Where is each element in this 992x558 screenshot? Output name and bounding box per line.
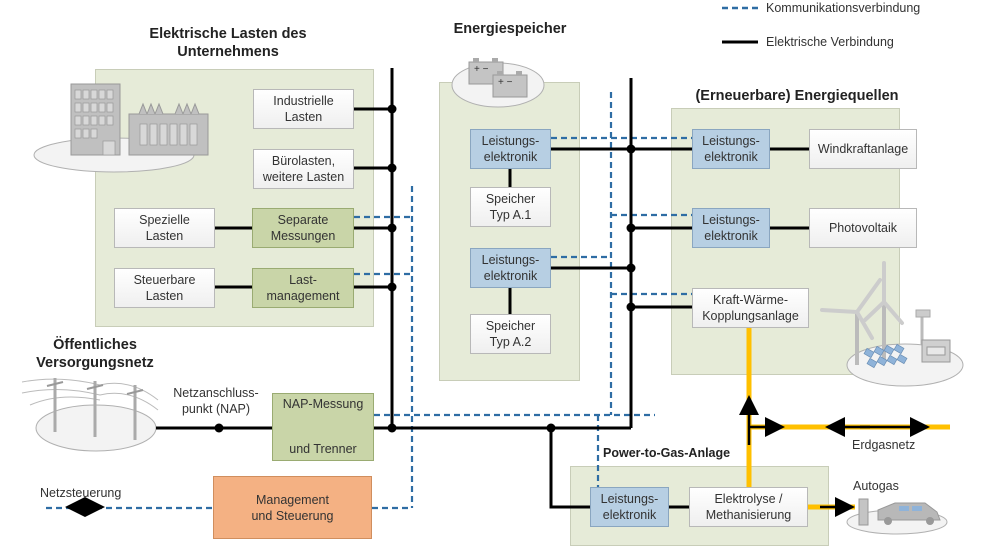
svg-text:+ −: + − <box>474 64 489 75</box>
controllable-loads-box[interactable]: Steuerbare Lasten <box>114 268 215 308</box>
gas-flow-arrows <box>739 395 930 517</box>
svg-text:+ −: + − <box>498 77 513 88</box>
nap-disconnector-label: und Trenner <box>289 442 357 456</box>
nap-measurement-box[interactable]: NAP-Messung und Trenner <box>272 393 374 461</box>
load-management-box[interactable]: Last- management <box>252 268 354 308</box>
nap-measurement-label: NAP-Messung <box>282 397 364 411</box>
photovoltaics-box[interactable]: Photovoltaik <box>809 208 917 248</box>
p2g-power-electronics[interactable]: Leistungs- elektronik <box>590 487 669 527</box>
separate-measurement-box[interactable]: Separate Messungen <box>252 208 354 248</box>
chp-box[interactable]: Kraft-Wärme- Kopplungsanlage <box>692 288 809 328</box>
electrical-lines <box>156 68 809 509</box>
electrolysis-box[interactable]: Elektrolyse / Methanisierung <box>689 487 808 527</box>
storage-power-electronics-1[interactable]: Leistungs- elektronik <box>470 129 551 169</box>
loads-title: Elektrische Lasten des Unternehmens <box>149 26 307 60</box>
pv-power-electronics[interactable]: Leistungs- elektronik <box>692 208 770 248</box>
nap-label: Netzanschluss- punkt (NAP) <box>173 386 259 416</box>
management-control-box[interactable]: Management und Steuerung <box>213 476 372 539</box>
legend-communication-label: Kommunikationsverbindung <box>766 1 921 15</box>
battery-icon: + − + − <box>451 58 545 108</box>
gas-grid-label: Erdgasnetz <box>852 438 916 452</box>
car-icon <box>846 498 948 535</box>
sources-title: (Erneuerbare) Energiequellen <box>695 88 899 104</box>
wind-turbine-box[interactable]: Windkraftanlage <box>809 129 917 169</box>
storage-type-a1-box[interactable]: Speicher Typ A.1 <box>470 187 551 227</box>
grid-title: Öffentliches Versorgungsnetz <box>36 337 154 371</box>
special-loads-box[interactable]: Spezielle Lasten <box>114 208 215 248</box>
communication-lines <box>46 92 692 510</box>
grid-control-label: Netzsteuerung <box>40 486 122 500</box>
renewables-icon <box>820 261 964 387</box>
power-grid-icon <box>21 378 159 452</box>
autogas-label: Autogas <box>853 479 899 493</box>
storage-type-a2-box[interactable]: Speicher Typ A.2 <box>470 314 551 354</box>
company-buildings-icon <box>33 83 209 173</box>
legend-electrical-label: Elektrische Verbindung <box>766 35 894 49</box>
legend <box>722 6 758 44</box>
p2g-title: Power-to-Gas-Anlage <box>603 446 731 460</box>
office-loads-box[interactable]: Bürolasten, weitere Lasten <box>253 149 354 189</box>
storage-title: Energiespeicher <box>453 21 567 37</box>
industrial-loads-box[interactable]: Industrielle Lasten <box>253 89 354 129</box>
junction-dots <box>214 104 636 433</box>
wind-power-electronics[interactable]: Leistungs- elektronik <box>692 129 770 169</box>
storage-power-electronics-2[interactable]: Leistungs- elektronik <box>470 248 551 288</box>
